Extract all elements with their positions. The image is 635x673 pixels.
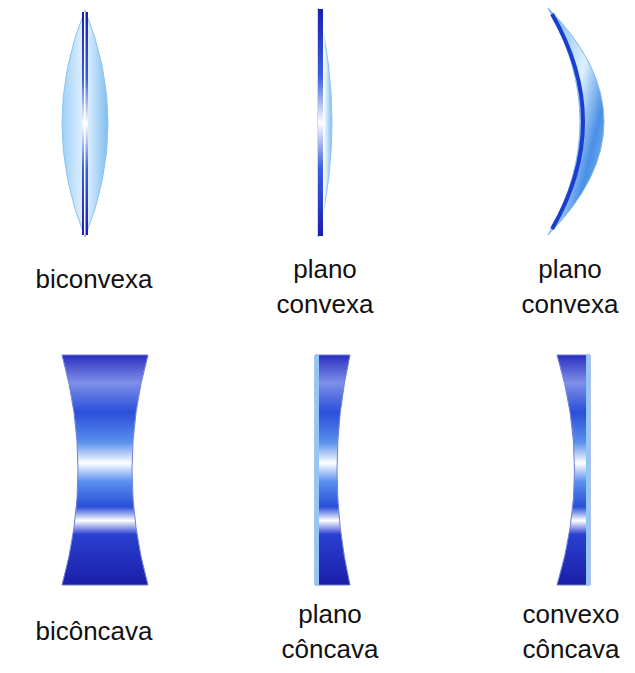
lens-label: plano convexa — [510, 252, 630, 322]
plano-concave-lens — [315, 355, 350, 585]
lens-label: biconvexa — [4, 262, 184, 297]
lens-label: plano convexa — [260, 252, 390, 322]
meniscus-lens — [548, 8, 604, 235]
biconvex-lens — [62, 10, 108, 237]
plano-convex-lens — [318, 8, 332, 237]
lens-label: plano côncava — [265, 597, 395, 667]
lens-label: convexo côncava — [511, 597, 631, 667]
convex-concave-lens — [557, 355, 590, 585]
lens-label: bicôncava — [4, 614, 184, 649]
biconcave-lens — [62, 355, 148, 585]
